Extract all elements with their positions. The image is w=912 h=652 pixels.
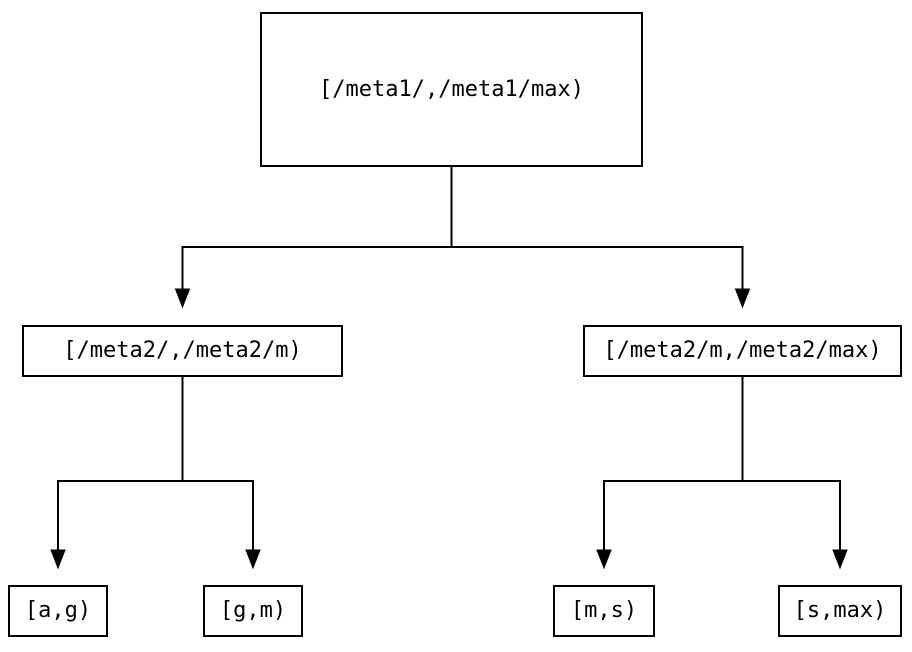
arrow-down-icon xyxy=(596,549,612,570)
node-leaf-range-m-s: [m,s) xyxy=(553,585,655,637)
node-root-range: [/meta1/,/meta1/max) xyxy=(260,12,643,167)
arrow-down-icon xyxy=(734,288,751,309)
node-leaf-range-g-m: [g,m) xyxy=(203,585,303,637)
edge-mid-left-to-leaves xyxy=(50,377,261,570)
arrow-down-icon xyxy=(50,549,66,570)
node-meta2-right-range: [/meta2/m,/meta2/max) xyxy=(583,325,902,377)
node-leaf-range-a-g: [a,g) xyxy=(8,585,108,637)
node-leaf-range-s-max: [s,max) xyxy=(778,585,902,637)
arrow-down-icon xyxy=(174,288,191,309)
arrow-down-icon xyxy=(832,549,848,570)
arrow-down-icon xyxy=(245,549,261,570)
edge-root-to-children xyxy=(174,167,751,309)
node-meta2-left-range: [/meta2/,/meta2/m) xyxy=(22,325,343,377)
edge-mid-right-to-leaves xyxy=(596,377,848,570)
